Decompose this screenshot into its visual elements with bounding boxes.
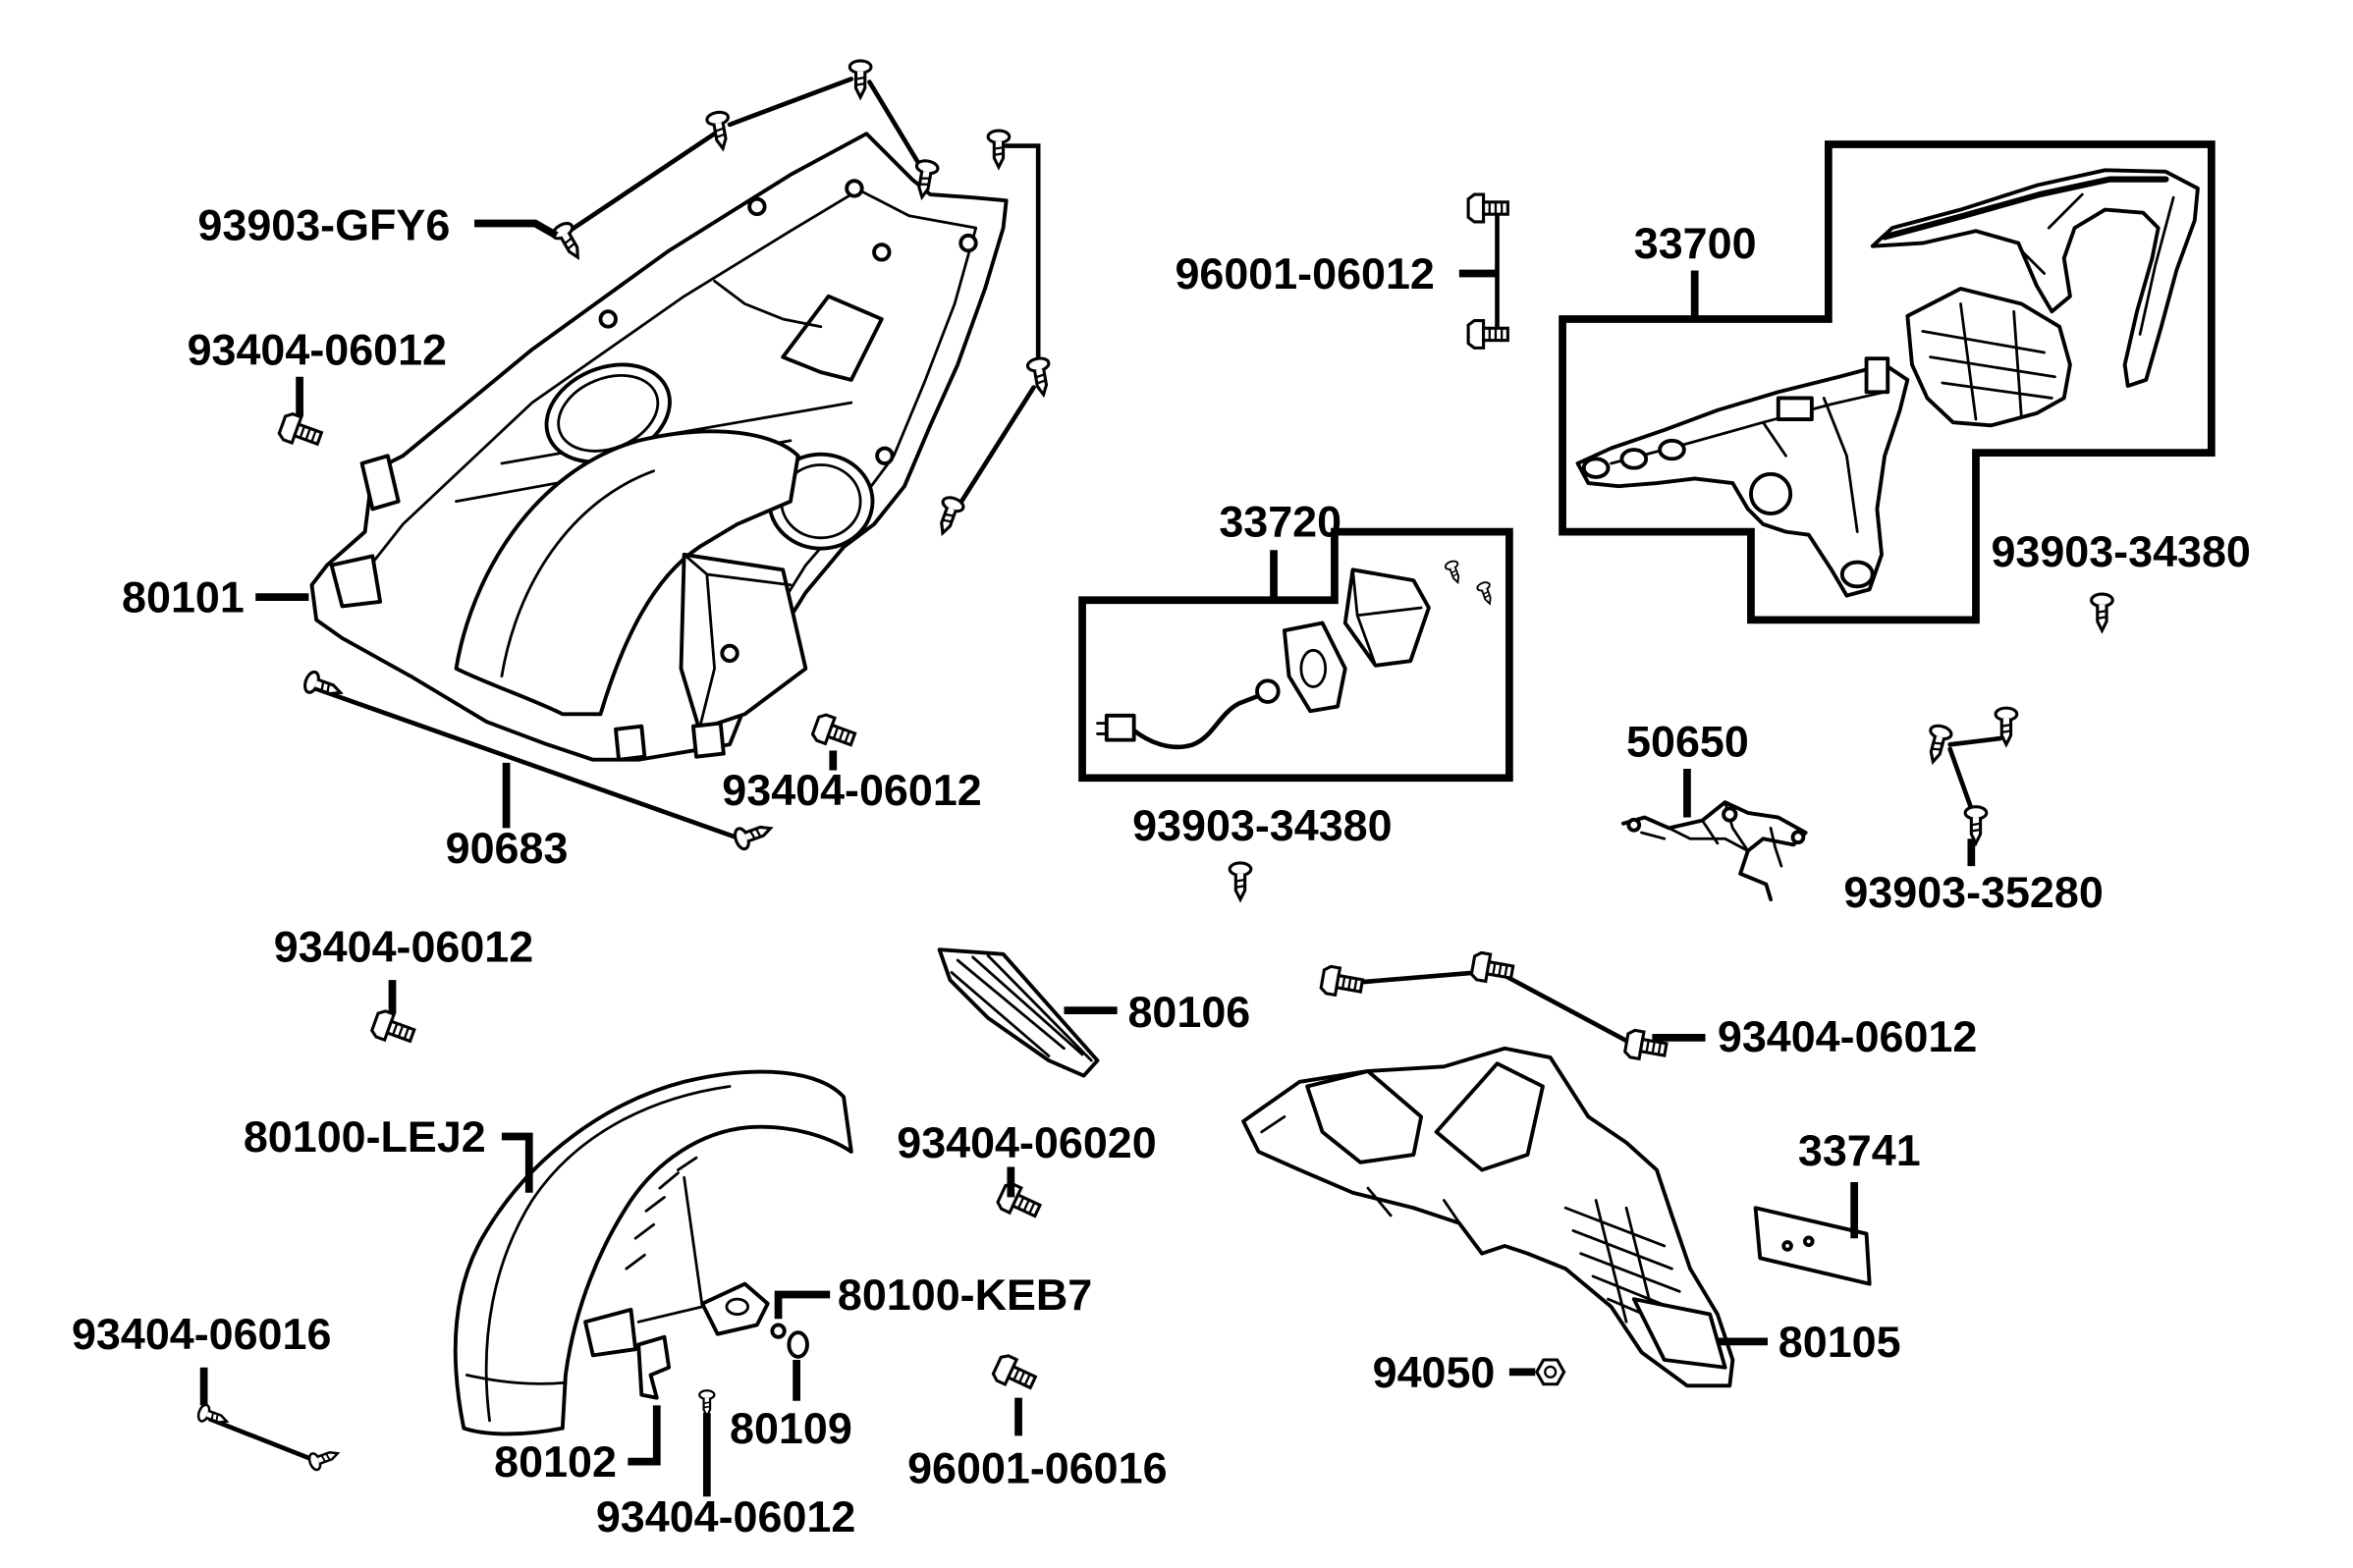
bolt	[1469, 949, 1516, 988]
callout-label: 93404-06012	[1718, 1011, 1977, 1061]
tail-light-reflector	[1905, 287, 2072, 428]
callout-label: 96001-06016	[907, 1442, 1167, 1492]
license-light-assembly	[1096, 559, 1497, 750]
callout-label: 93404-06012	[274, 922, 533, 972]
fender-bracket	[583, 1307, 638, 1358]
plate-mount	[1631, 1297, 1727, 1370]
screw	[704, 109, 736, 152]
connector	[1104, 713, 1136, 742]
screw	[2090, 592, 2114, 632]
fender-bracket	[700, 1281, 770, 1336]
rod-90683	[301, 668, 776, 853]
leader-line	[501, 1132, 533, 1193]
bolt	[1318, 963, 1366, 1001]
callout-label: 80100-KEB7	[838, 1270, 1092, 1320]
callout-label: 93404-06020	[897, 1117, 1156, 1167]
callout-label: 93404-06012	[596, 1491, 855, 1541]
small-part-80100-KEB7	[770, 1323, 787, 1339]
callout-label: 94050	[1373, 1347, 1496, 1397]
inner-box	[679, 552, 808, 731]
callout-label: 93404-06016	[72, 1309, 331, 1359]
bulb	[1749, 471, 1793, 515]
screw	[1475, 579, 1497, 607]
leader-lines	[199, 219, 1976, 1497]
screw	[986, 129, 1012, 169]
callout-label: 80100-LEJ2	[244, 1111, 486, 1162]
callout-label: 93903-GFY6	[197, 200, 450, 250]
bolt	[1466, 192, 1509, 224]
tail-light-lens	[1870, 168, 2200, 388]
tail-light-assembly	[1575, 168, 2200, 598]
bottom-tab	[690, 721, 726, 759]
bracket-50650	[1621, 800, 1808, 902]
bolt	[368, 1007, 418, 1051]
screw	[1443, 559, 1465, 586]
callout-label: 93903-34380	[1991, 526, 2250, 576]
callout-labels: 93903-GFY6 93404-06012 80101 90683 93404…	[72, 200, 2251, 1541]
screw	[731, 816, 776, 853]
screw	[698, 1389, 716, 1418]
bolt-set-rear-fender	[1318, 949, 1669, 1065]
screw	[931, 493, 967, 539]
bolt	[994, 1179, 1045, 1225]
callout-label: 93903-34380	[1132, 800, 1392, 850]
callout-label: 80101	[122, 572, 245, 622]
callout-label: 93404-06012	[722, 765, 981, 815]
rim-screw-set	[548, 59, 1056, 539]
screw-set-93903-35280	[1921, 706, 2019, 845]
front-fender	[453, 1069, 853, 1436]
screw	[305, 1443, 343, 1473]
bulb-socket	[1839, 560, 1875, 589]
bolt	[1466, 318, 1509, 350]
rod-93404-06016	[194, 1402, 343, 1473]
callout-label: 33741	[1798, 1125, 1921, 1175]
callout-label: 80109	[730, 1403, 852, 1453]
bolt	[989, 1351, 1041, 1397]
callout-label: 50650	[1626, 717, 1749, 767]
callout-label: 93903-35280	[1843, 867, 2103, 917]
screw	[548, 218, 589, 264]
callout-label: 93404-06012	[188, 324, 447, 374]
leader-line	[628, 1405, 661, 1466]
callout-label: 80105	[1778, 1317, 1901, 1367]
group-box-33720	[1078, 527, 1513, 783]
group-box-33700	[1559, 140, 2216, 624]
bolt	[276, 410, 326, 454]
side-tab	[329, 554, 383, 609]
reflector-80106	[937, 947, 1100, 1078]
callout-label: 90683	[446, 823, 569, 873]
tail-body-panel	[309, 132, 1009, 762]
callout-label: 33720	[1219, 496, 1341, 546]
bolt	[809, 711, 859, 754]
nut	[1535, 1358, 1566, 1386]
bulb	[1255, 678, 1281, 704]
top-bracket	[781, 294, 884, 382]
callout-label: 80102	[494, 1436, 617, 1487]
leader-line	[474, 219, 559, 240]
callout-label: 33700	[1634, 218, 1757, 268]
side-tab	[359, 454, 401, 512]
washer-80109	[787, 1330, 809, 1359]
rear-fender	[1241, 1046, 1735, 1388]
screw	[1963, 805, 1989, 845]
bulb-socket	[1282, 621, 1347, 714]
screw	[1228, 861, 1253, 901]
clamp-80102	[636, 1334, 672, 1400]
center-hump	[454, 429, 800, 717]
callout-label: 96001-06012	[1175, 248, 1434, 298]
leader-line	[774, 1290, 831, 1320]
tail-light-housing	[1575, 362, 1910, 598]
callout-label: 80106	[1127, 987, 1250, 1037]
bottom-tab	[614, 724, 647, 762]
reflector-plate-33741	[1753, 1206, 1872, 1286]
